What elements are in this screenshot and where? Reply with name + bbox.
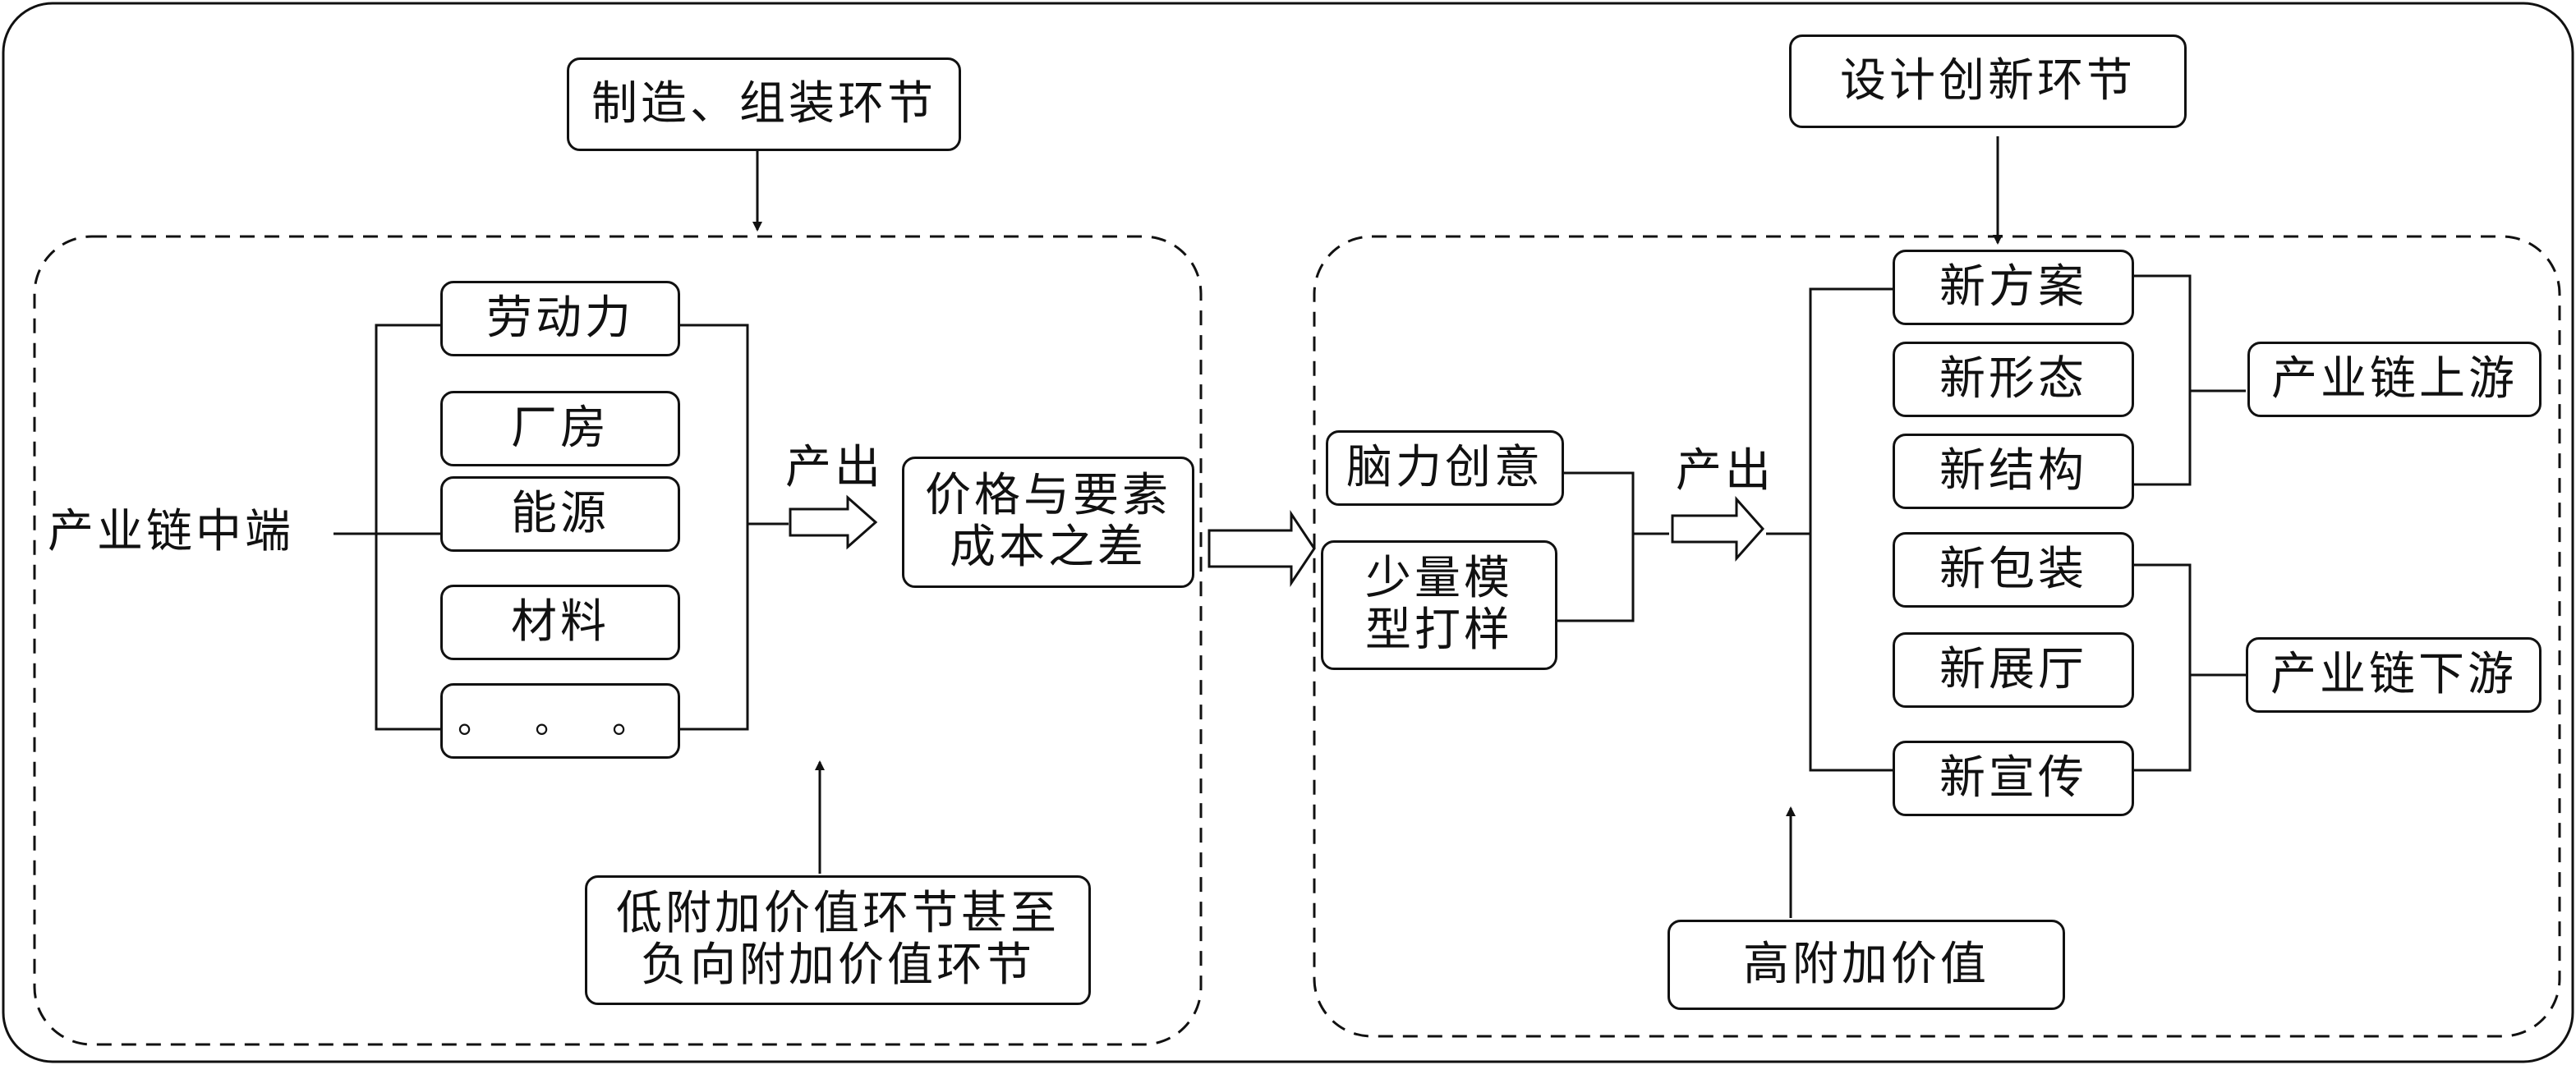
input-prototype-box: 少量模 型打样 [1321,540,1557,670]
factor-energy-box: 能源 [440,476,680,552]
output-new-structure-box: 新结构 [1893,434,2134,509]
left-factor-bracket-right [680,324,749,731]
upstream-bracket [2134,274,2192,486]
output-new-promotion-box: 新宣传 [1893,741,2134,816]
output-new-showroom-box: 新展厅 [1893,632,2134,708]
left-output-hollow-arrow [789,494,878,550]
factor-plant-box: 厂房 [440,391,680,466]
design-innovation-stage-box: 设计创新环节 [1789,34,2187,128]
factor-material-box: 材料 [440,585,680,660]
input-creativity-box: 脑力创意 [1326,430,1564,506]
factor-labor-box: 劳动力 [440,281,680,356]
right-input-bracket [1557,471,1635,622]
manufacturing-stage-box: 制造、组装环节 [567,57,961,151]
right-section-frame [1313,235,2561,1038]
output-new-form-box: 新形态 [1893,342,2134,417]
upstream-label-box: 产业链上游 [2247,342,2542,417]
left-section-frame [33,235,1203,1046]
midstream-label: 产业链中端 [48,505,294,558]
left-factor-bracket-left [375,324,440,731]
right-output-label: 产出 [1676,444,1774,498]
left-output-label: 产出 [785,441,884,494]
high-value-box: 高附加价值 [1668,920,2065,1010]
right-output-bracket [1809,287,1893,772]
factor-etc-box: 。 。 。 [440,683,680,759]
output-new-plan-box: 新方案 [1893,250,2134,325]
downstream-bracket [2134,563,2192,772]
downstream-label-box: 产业链下游 [2246,637,2542,713]
price-cost-difference-box: 价格与要素 成本之差 [902,457,1194,588]
middle-hollow-arrow [1208,510,1316,587]
low-value-stage-box: 低附加价值环节甚至 负向附加价值环节 [585,875,1091,1005]
output-new-packaging-box: 新包装 [1893,532,2134,608]
right-output-hollow-arrow [1671,496,1765,562]
